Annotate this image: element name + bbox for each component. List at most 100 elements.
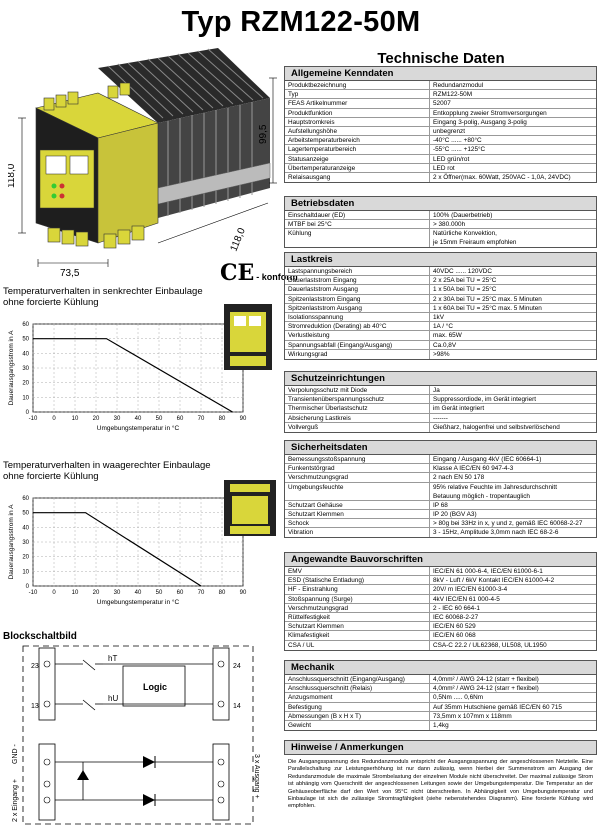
section-title: Betriebsdaten: [284, 196, 597, 211]
x-tick-label: 40: [135, 416, 142, 422]
section-title: Schutzeinrichtungen: [284, 371, 597, 386]
row-value: 20V/ m IEC/EN 61000-3-4: [433, 586, 508, 594]
row-key: Verschmutzungsgrad: [285, 473, 430, 482]
row-key: Befestigung: [285, 702, 430, 711]
block-title: Blockschaltbild: [3, 631, 77, 642]
row-key: Verschmutzungsgrad: [285, 603, 430, 612]
row-key: Umgebungsfeuchte: [285, 482, 430, 500]
x-tick-label: 50: [156, 590, 163, 596]
table-row: Stoßspannung (Surge)4kV IEC/EN 61 000-4-…: [285, 594, 596, 604]
row-key: Schutzart Klemmen: [285, 622, 430, 631]
module-thumb-horizontal: [224, 480, 276, 536]
product-image: 118,0 73,5 118,0 99,5: [8, 48, 277, 279]
table-row: Absicherung Lastkreis-------: [285, 413, 596, 423]
row-value: -55°C ...... +125°C: [433, 146, 486, 154]
row-key: Transientenüberspannungsschutz: [285, 395, 430, 404]
row-value: 1kV: [433, 313, 445, 321]
row-key: Anschlussquerschnitt (Eingang/Ausgang): [285, 675, 430, 684]
x-tick-label: 10: [72, 590, 79, 596]
row-key: Rüttelfestigkeit: [285, 612, 430, 622]
pin-23: 23: [31, 663, 39, 670]
row-key: Schock: [285, 518, 430, 528]
row-value: -40°C ...... +80°C: [433, 137, 482, 145]
block-diagram: Logic hT hU 23 13 24 14 GND - 2 x Eingan…: [12, 645, 260, 825]
row-value: > 380.000h: [433, 221, 466, 229]
row-value: 95% relative Feuchte im Jahresdurchschni…: [433, 483, 557, 500]
row-value: 2 x 25A bei TU = 25°C: [433, 277, 497, 285]
x-axis-label: Umgebungstemperatur in °C: [97, 424, 180, 432]
page-title: Typ RZM122-50M: [181, 6, 421, 38]
row-value: Eingang 3-polig, Ausgang 3-polig: [433, 118, 527, 126]
row-key: Lagertemperaturbereich: [285, 145, 430, 154]
table-row: Anschlussquerschnitt (Eingang/Ausgang)4,…: [285, 675, 596, 685]
y-tick-label: 0: [26, 410, 30, 416]
row-key: Thermischer Überlastschutz: [285, 404, 430, 413]
x-tick-label: 0: [52, 416, 56, 422]
table-row: ESD (Statische Entladung)8kV - Luft / 6k…: [285, 576, 596, 586]
x-axis-label: Umgebungstemperatur in °C: [97, 598, 180, 606]
section-body: Einschaltdauer (ED)100% (Dauerbetrieb)MT…: [284, 211, 597, 249]
logic-box: [122, 665, 186, 707]
row-value: >98%: [433, 350, 450, 358]
right-terminal-block-top: [212, 647, 230, 721]
row-key: Statusanzeige: [285, 154, 430, 163]
section-body: Anschlussquerschnitt (Eingang/Ausgang)4,…: [284, 675, 597, 732]
row-value: RZM122-50M: [433, 91, 473, 99]
x-tick-label: 80: [219, 590, 226, 596]
row-key: MTBF bei 25°C: [285, 220, 430, 229]
section-title: Lastkreis: [284, 252, 597, 267]
ce-text: - konform: [256, 272, 298, 282]
row-key: Klimafestigkeit: [285, 631, 430, 640]
table-row: Anschlussquerschnitt (Relais)4,0mm² / AW…: [285, 684, 596, 694]
y-tick-label: 10: [22, 395, 29, 401]
row-value: IEC/EN 60 529: [433, 623, 476, 631]
row-value: 1 x 50A bei TU = 25°C: [433, 286, 497, 294]
section-title: Hinweise / Anmerkungen: [284, 740, 597, 755]
pin-hu: hU: [108, 694, 118, 703]
x-tick-label: 20: [93, 416, 100, 422]
x-tick-label: 30: [114, 590, 121, 596]
left-label: 2 x Eingang +: [12, 779, 19, 822]
row-key: HF - Einstrahlung: [285, 585, 430, 594]
row-value: Ca.0,8V: [433, 341, 457, 349]
row-key: Verpolungsschutz mit Diode: [285, 386, 430, 395]
y-tick-label: 40: [22, 525, 29, 531]
module-thumb-vertical: [224, 304, 272, 370]
y-tick-label: 20: [22, 555, 29, 561]
pin-24: 24: [233, 663, 241, 670]
row-key: Isolationsspannung: [285, 312, 430, 322]
dim-height: 118,0: [8, 163, 17, 188]
table-row: Lagertemperaturbereich-55°C ...... +125°…: [285, 145, 596, 155]
pin-13: 13: [31, 703, 39, 710]
dim-width: 73,5: [60, 268, 80, 279]
row-key: Spannungsabfall (Eingang/Ausgang): [285, 340, 430, 349]
dim-rail: 99,5: [258, 124, 269, 144]
row-key: FEAS Artikelnummer: [285, 99, 430, 108]
row-key: Vollverguß: [285, 422, 430, 432]
table-row: Spannungsabfall (Eingang/Ausgang)Ca.0,8V: [285, 340, 596, 350]
x-tick-label: 60: [177, 590, 184, 596]
y-axis-label: Dauerausgangsstrom in A: [8, 504, 15, 579]
ce-logo: CE: [220, 260, 255, 286]
row-key: Abmessungen (B x H x T): [285, 711, 430, 720]
y-axis-label: Dauerausgangsstrom in A: [8, 330, 15, 405]
x-tick-label: 90: [240, 416, 247, 422]
row-value: im Gerät integriert: [433, 405, 485, 413]
logic-label: Logic: [143, 682, 167, 692]
